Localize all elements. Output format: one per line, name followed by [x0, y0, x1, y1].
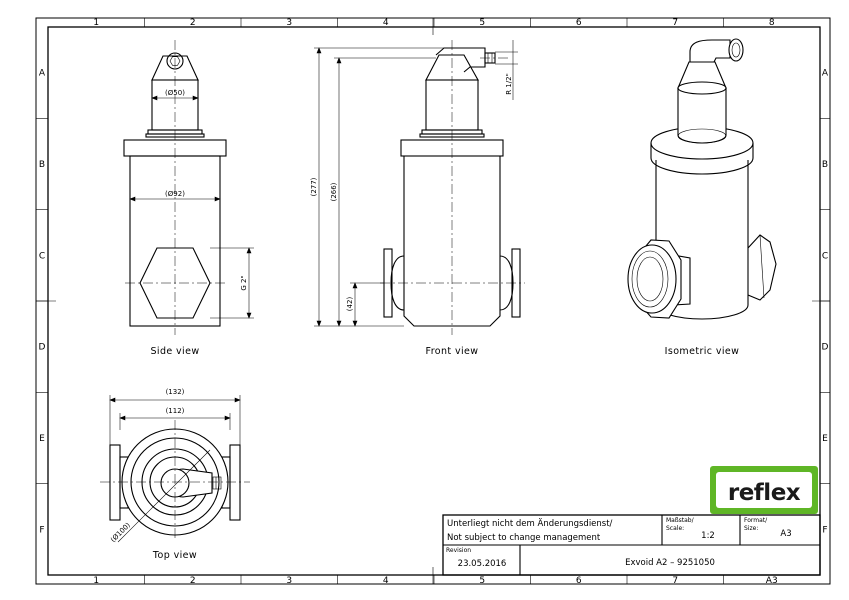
zone-column-bottom: 1 [93, 576, 99, 586]
reflex-logo: reflex [710, 466, 818, 514]
front-view-drawing [380, 40, 525, 335]
format-label-german: Format/ [744, 517, 768, 524]
revision-label: Revision [446, 547, 471, 554]
zone-row-left: E [39, 434, 45, 444]
zone-row-left: A [39, 69, 46, 79]
notice-english: Not subject to change management [447, 533, 601, 543]
side-view-dimensions: (Ø50) (Ø92) G 2" [129, 89, 254, 319]
zone-row-left: B [39, 160, 45, 170]
zone-column-top: 5 [479, 18, 485, 28]
zone-column-bottom: 5 [479, 576, 485, 586]
revision-date: 23.05.2016 [458, 559, 507, 569]
zone-row-right: C [822, 251, 828, 261]
zone-row-right: F [822, 525, 827, 535]
logo-text: reflex [728, 480, 801, 506]
side-view-drawing [123, 40, 227, 335]
zone-column-bottom: 2 [190, 576, 196, 586]
zone-column-top: 4 [383, 18, 389, 28]
zone-column-top: 8 [769, 18, 775, 28]
product-designation: Exvoid A2 – 9251050 [625, 558, 715, 568]
dim-d100: (Ø100) [109, 521, 132, 544]
zone-column-bottom: 7 [672, 576, 678, 586]
zone-column-bottom: 4 [383, 576, 389, 586]
zone-markers: 1 1 2 2 3 3 4 4 5 5 6 6 7 7 8A3 A A B B C C D D E E F F [36, 18, 830, 586]
dim-d92: (Ø92) [165, 190, 185, 198]
scale-label-german: Maßstab/ [666, 517, 695, 524]
zone-column-top: 1 [93, 18, 99, 28]
zone-column-bottom: 6 [576, 576, 582, 586]
zone-column-top: 7 [672, 18, 678, 28]
top-view-drawing [100, 420, 250, 540]
zone-column-top: 3 [286, 18, 292, 28]
zone-column-top: 2 [190, 18, 196, 28]
scale-value: 1:2 [701, 531, 715, 541]
zone-row-right: B [822, 160, 828, 170]
zone-column-bottom: A3 [766, 576, 778, 586]
side-view-label: Side view [150, 346, 199, 357]
front-view-dimensions: (277) (266) (42) R 1/2" [310, 40, 518, 327]
dim-w132: (132) [166, 388, 185, 396]
dim-h42: (42) [346, 297, 354, 312]
zone-row-left: C [39, 251, 45, 261]
dim-h266: (266) [330, 182, 338, 201]
zone-row-left: D [39, 343, 46, 353]
isometric-view-label: Isometric view [665, 346, 740, 357]
title-block [442, 514, 821, 576]
zone-row-left: F [39, 525, 44, 535]
zone-column-top: 6 [576, 18, 582, 28]
dim-h277: (277) [310, 177, 318, 196]
top-view-label: Top view [152, 550, 197, 561]
isometric-view-drawing [627, 38, 777, 320]
scale-label-english: Scale: [666, 525, 684, 532]
dim-r12: R 1/2" [505, 73, 513, 95]
format-value: A3 [780, 529, 791, 539]
dim-g2: G 2" [240, 275, 248, 290]
front-view-label: Front view [426, 346, 479, 357]
dim-w112: (112) [166, 407, 185, 415]
format-label-english: Size: [744, 525, 758, 532]
dim-d50: (Ø50) [165, 89, 185, 97]
notice-german: Unterliegt nicht dem Änderungsdienst/ [447, 518, 613, 529]
zone-row-right: E [822, 434, 828, 444]
zone-column-bottom: 3 [286, 576, 292, 586]
zone-row-right: D [822, 343, 829, 353]
zone-row-right: A [822, 69, 829, 79]
